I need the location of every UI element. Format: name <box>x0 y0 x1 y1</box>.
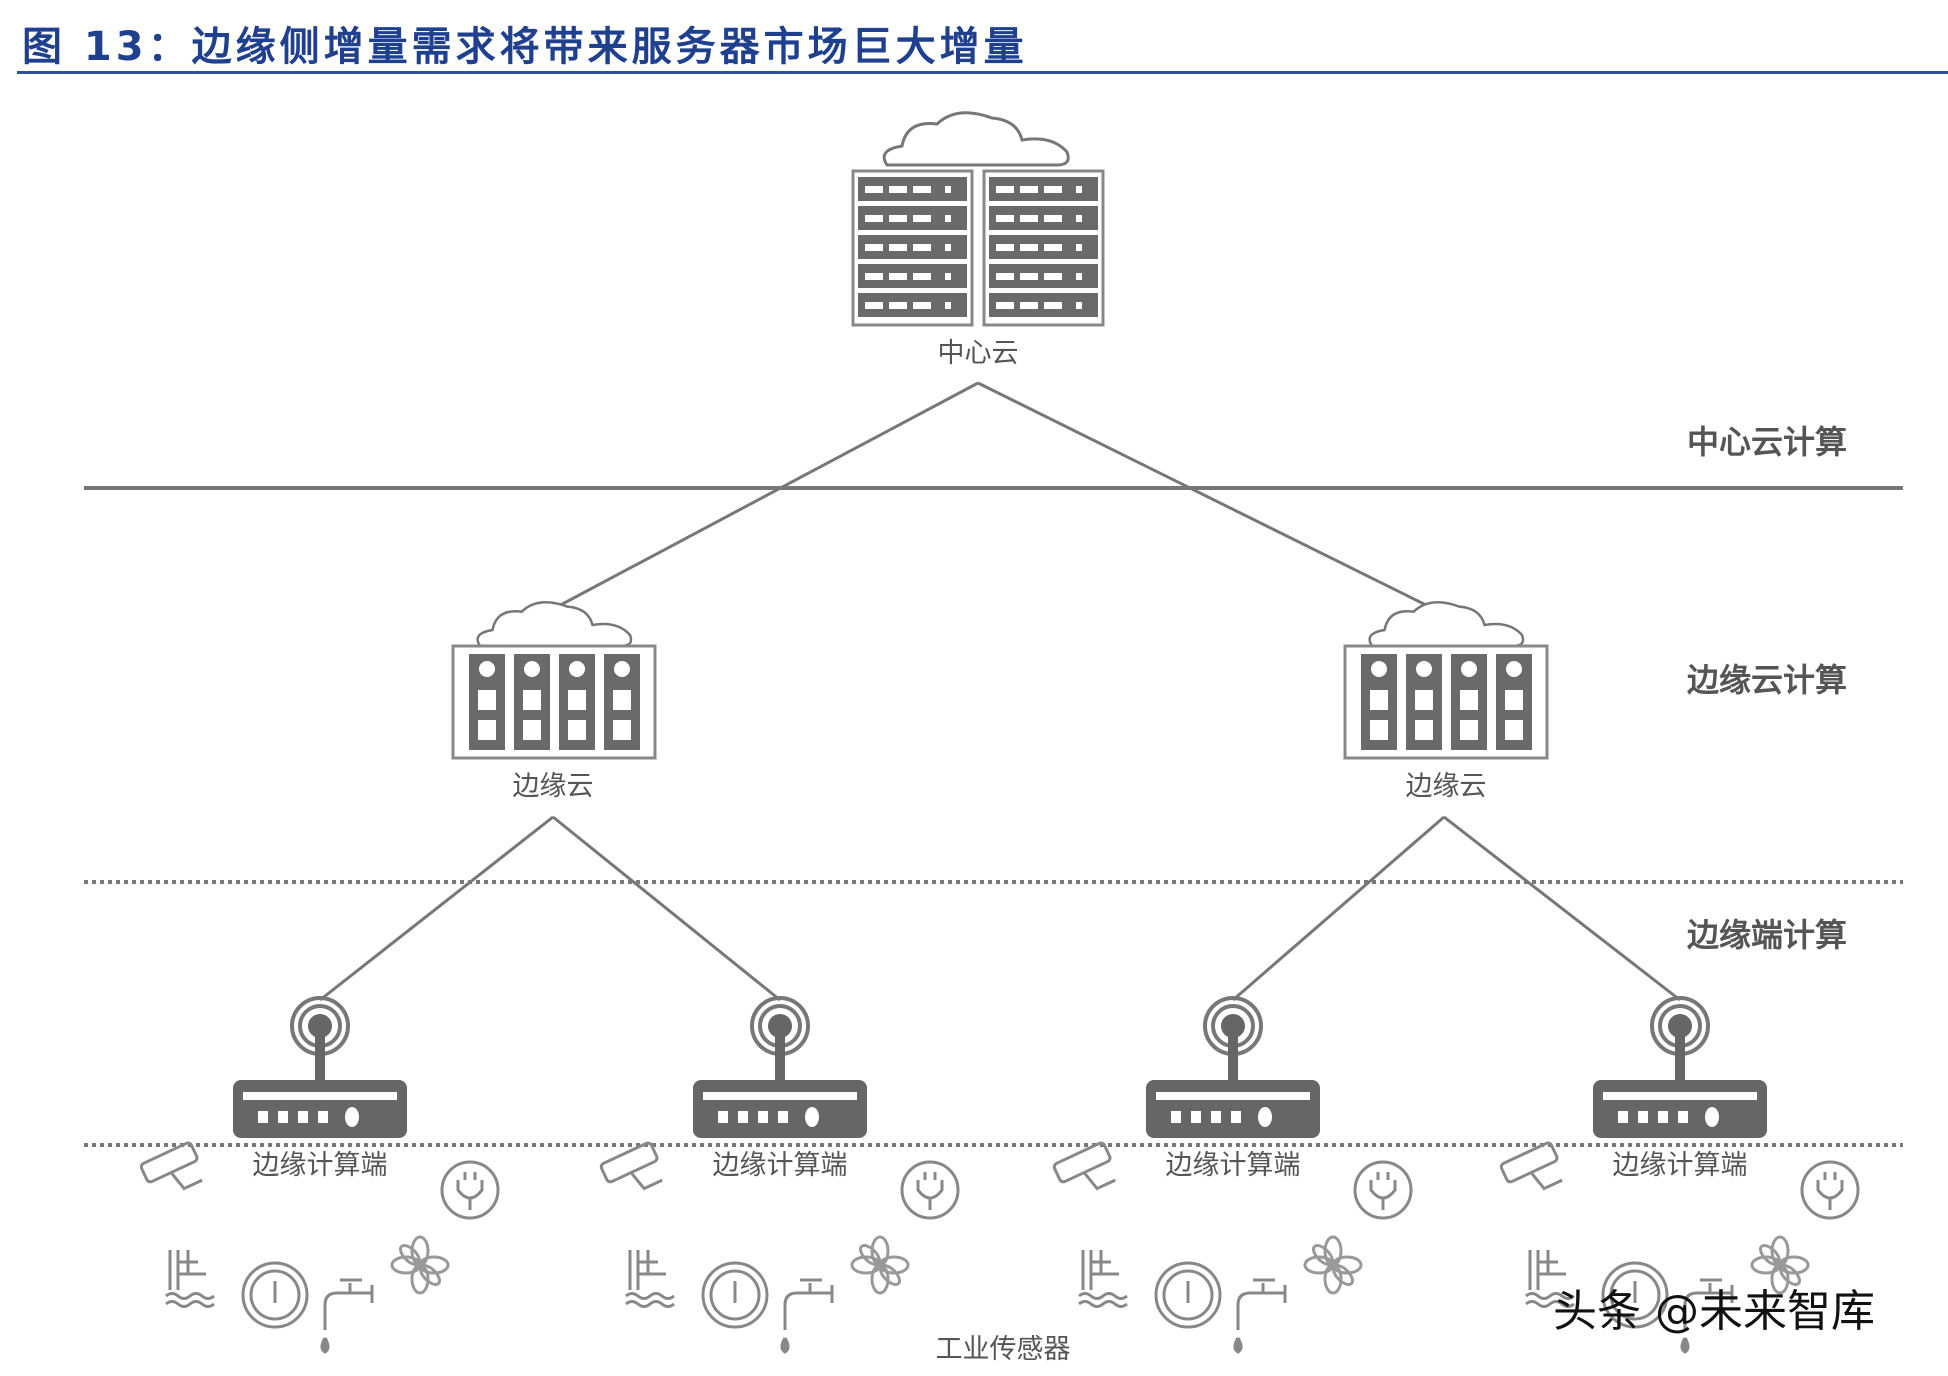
edge-cloud-label: 边缘云 <box>513 771 594 802</box>
edge-server-window <box>568 690 586 710</box>
server-led <box>1076 273 1082 280</box>
connector <box>1443 815 1681 1002</box>
edge-terminal-label: 边缘计算端 <box>253 1150 388 1181</box>
edge-server-window <box>523 720 541 740</box>
sensors-label: 工业传感器 <box>936 1334 1071 1365</box>
server-led <box>1020 273 1038 280</box>
edge-server-light <box>614 661 630 677</box>
connector <box>1232 815 1445 1002</box>
connectors <box>319 381 1681 1002</box>
router-icon <box>1144 996 1322 1140</box>
server-led <box>913 244 931 251</box>
edge-server-window <box>523 690 541 710</box>
server-led <box>889 302 907 309</box>
server-led <box>1076 215 1082 222</box>
server-led <box>945 244 951 251</box>
server-led <box>1020 215 1038 222</box>
connector <box>977 381 1427 607</box>
edge-server-window <box>478 690 496 710</box>
edge-terminal-label: 边缘计算端 <box>713 1150 848 1181</box>
edge-server-window <box>613 720 631 740</box>
server-led <box>996 302 1014 309</box>
edge-terminal-label: 边缘计算端 <box>1166 1150 1301 1181</box>
server-led <box>889 273 907 280</box>
server-led <box>1044 302 1062 309</box>
server-led <box>889 215 907 222</box>
connector <box>552 381 979 611</box>
server-led <box>996 215 1014 222</box>
edge-server-window <box>478 720 496 740</box>
edge-server-window <box>1415 690 1433 710</box>
server-led <box>945 215 951 222</box>
watermark: 头条 @未来智库 <box>1553 1286 1875 1337</box>
server-led <box>889 244 907 251</box>
server-led <box>1020 186 1038 193</box>
edge-server-window <box>1505 690 1523 710</box>
server-led <box>1076 244 1082 251</box>
edge-server-light <box>569 661 585 677</box>
server-led <box>865 186 883 193</box>
edge-server-light <box>1416 661 1432 677</box>
server-led <box>945 273 951 280</box>
layer-label-edge-cloud: 边缘云计算 <box>1687 661 1847 699</box>
server-led <box>1044 244 1062 251</box>
edge-server-light <box>1506 661 1522 677</box>
router-icon <box>231 996 409 1140</box>
server-led <box>913 186 931 193</box>
server-led <box>865 215 883 222</box>
router-icon <box>1591 996 1769 1140</box>
server-led <box>913 273 931 280</box>
server-led <box>1044 186 1062 193</box>
central-cloud-icon <box>851 110 1105 327</box>
title-divider <box>17 71 1948 74</box>
edge-server-light <box>1461 661 1477 677</box>
edge-server-window <box>568 720 586 740</box>
layer-label-edge-terminal: 边缘端计算 <box>1687 916 1847 954</box>
edge-server-window <box>1505 720 1523 740</box>
server-led <box>945 186 951 193</box>
server-led <box>1076 186 1082 193</box>
server-led <box>996 186 1014 193</box>
edge-cloud-icon <box>1343 600 1549 760</box>
edge-server-window <box>1370 720 1388 740</box>
server-led <box>996 244 1014 251</box>
router-icon <box>691 996 869 1140</box>
server-led <box>945 302 951 309</box>
edge-server-light <box>524 661 540 677</box>
edge-server-window <box>1460 720 1478 740</box>
server-led <box>1020 302 1038 309</box>
layer-label-central: 中心云计算 <box>1687 423 1847 461</box>
server-led <box>913 215 931 222</box>
server-led <box>913 302 931 309</box>
edge-terminal-label: 边缘计算端 <box>1613 1150 1748 1181</box>
server-led <box>865 302 883 309</box>
connector <box>552 815 781 1002</box>
edge-server-light <box>479 661 495 677</box>
central-cloud-label: 中心云 <box>938 338 1019 369</box>
edge-server-window <box>613 690 631 710</box>
edge-cloud-icon <box>451 600 657 760</box>
edge-server-light <box>1371 661 1387 677</box>
edge-cloud-label: 边缘云 <box>1406 771 1487 802</box>
server-led <box>1076 302 1082 309</box>
figure-title: 图 13：边缘侧增量需求将带来服务器市场巨大增量 <box>22 24 1028 70</box>
server-led <box>1044 273 1062 280</box>
server-led <box>865 244 883 251</box>
connector <box>319 815 554 1002</box>
server-led <box>996 273 1014 280</box>
server-led <box>865 273 883 280</box>
edge-server-window <box>1415 720 1433 740</box>
server-led <box>889 186 907 193</box>
edge-server-window <box>1460 690 1478 710</box>
edge-server-window <box>1370 690 1388 710</box>
server-led <box>1020 244 1038 251</box>
server-led <box>1044 215 1062 222</box>
